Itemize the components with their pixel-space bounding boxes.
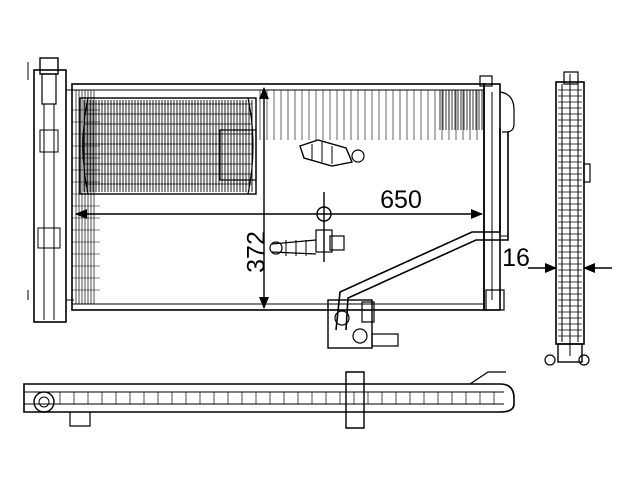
side-view: 16 xyxy=(502,71,612,366)
dryer-block xyxy=(79,97,257,195)
depth-dimension: 16 xyxy=(502,244,612,273)
side-view-fitting xyxy=(544,343,590,366)
mounting-bracket-upper xyxy=(299,139,365,167)
depth-dimension-label: 16 xyxy=(502,244,530,272)
width-dimension: 650 xyxy=(75,184,483,219)
height-dimension-label: 372 xyxy=(243,231,271,273)
refrigerant-pipe xyxy=(335,128,509,331)
width-dimension-label: 650 xyxy=(380,186,422,214)
front-view: 650 372 xyxy=(27,57,515,349)
height-dimension: 372 xyxy=(232,87,271,309)
bottom-view xyxy=(23,371,515,429)
left-header-tank xyxy=(27,57,74,323)
mounting-bracket-center xyxy=(269,192,345,262)
right-header-tank xyxy=(479,75,515,311)
connection-fitting-lower xyxy=(327,299,399,349)
